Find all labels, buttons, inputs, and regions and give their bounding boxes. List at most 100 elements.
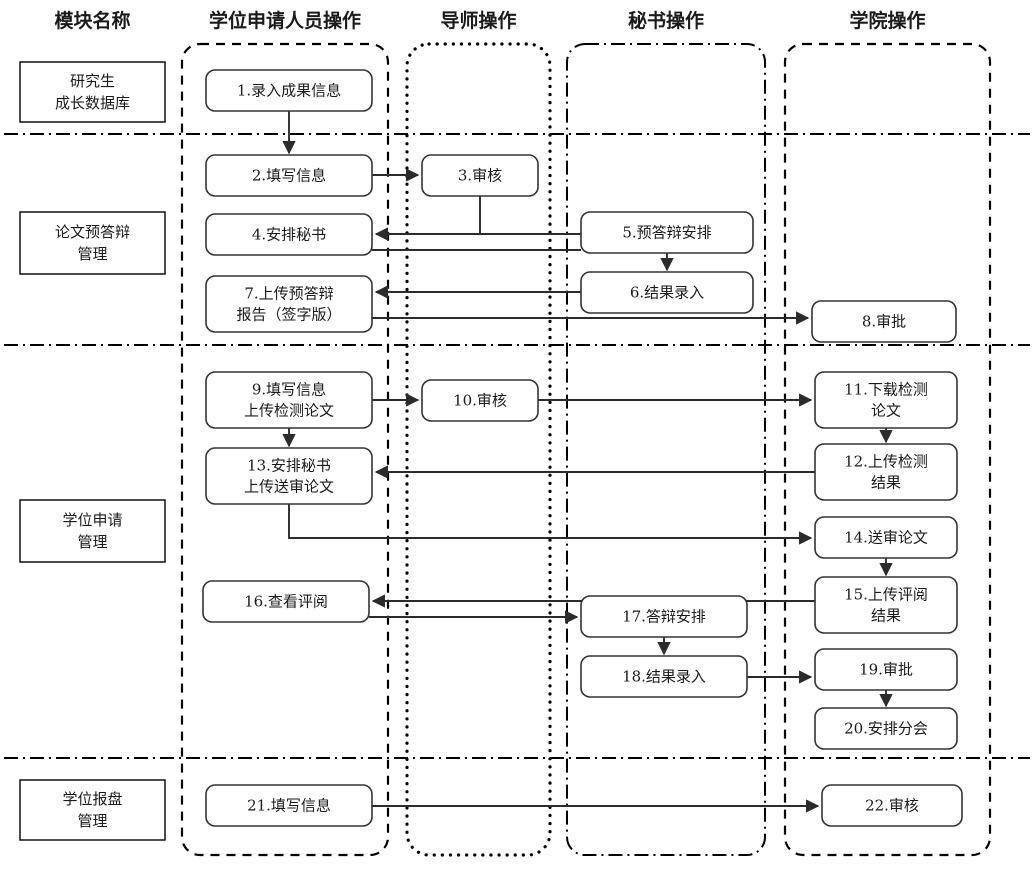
module-box-rect xyxy=(19,61,166,123)
node-box-rect[interactable] xyxy=(205,447,373,505)
process-node-21[interactable]: 21.填写信息 xyxy=(205,784,373,827)
lane-frame-secretary xyxy=(566,43,766,856)
module-box-rect xyxy=(19,211,166,275)
module-label-line: 研究生 xyxy=(70,72,115,90)
node-box-rect[interactable] xyxy=(205,784,373,827)
node-label-line: 20.安排分会 xyxy=(844,720,928,738)
process-node-22[interactable]: 22.审核 xyxy=(821,784,963,827)
node-box-rect[interactable] xyxy=(421,154,539,197)
lane-frame-applicant xyxy=(180,42,390,857)
node-label-line: 10.审核 xyxy=(453,392,507,410)
process-node-16[interactable]: 16.查看评阅 xyxy=(202,580,370,623)
node-label-line: 12.上传检测 xyxy=(844,453,928,471)
node-label-line: 7.上传预答辩 xyxy=(244,285,333,303)
node-box-rect[interactable] xyxy=(580,655,748,698)
node-label-line: 6.结果录入 xyxy=(630,284,704,302)
process-node-17[interactable]: 17.答辩安排 xyxy=(580,595,748,638)
node-label-line: 上传检测论文 xyxy=(244,402,334,420)
lane-title-college: 学院操作 xyxy=(849,9,925,32)
node-label-line: 16.查看评阅 xyxy=(244,593,328,611)
lane-title-secretary: 秘书操作 xyxy=(628,9,704,32)
node-label-line: 9.填写信息 xyxy=(252,381,326,399)
node-box-rect[interactable] xyxy=(205,371,373,429)
node-box-rect[interactable] xyxy=(814,648,958,691)
lane-title-row: 模块名称 学位申请人员操作 导师操作 秘书操作 学院操作 xyxy=(54,9,925,32)
node-box-rect[interactable] xyxy=(814,443,958,501)
node-label-line: 1.录入成果信息 xyxy=(237,82,341,100)
lane-title-module: 模块名称 xyxy=(54,9,130,32)
node-box-rect[interactable] xyxy=(202,580,370,623)
module-label-line: 管理 xyxy=(77,533,107,551)
process-node-10[interactable]: 10.审核 xyxy=(421,379,539,422)
node-box-rect[interactable] xyxy=(814,707,958,750)
node-box-rect[interactable] xyxy=(814,576,958,634)
node-box-rect[interactable] xyxy=(811,300,957,343)
process-node-5[interactable]: 5.预答辩安排 xyxy=(580,211,754,254)
process-node-8[interactable]: 8.审批 xyxy=(811,300,957,343)
node-label-line: 21.填写信息 xyxy=(247,797,331,815)
process-node-20[interactable]: 20.安排分会 xyxy=(814,707,958,750)
module-label-line: 学位报盘 xyxy=(62,790,122,808)
node-label-line: 19.审批 xyxy=(859,661,913,679)
node-label-line: 8.审批 xyxy=(862,313,906,331)
node-box-rect[interactable] xyxy=(814,371,958,429)
process-node-2[interactable]: 2.填写信息 xyxy=(205,154,373,197)
module-label-line: 管理 xyxy=(77,812,107,830)
node-label-line: 4.安排秘书 xyxy=(252,226,326,244)
process-node-19[interactable]: 19.审批 xyxy=(814,648,958,691)
process-node-18[interactable]: 18.结果录入 xyxy=(580,655,748,698)
node-label-line: 14.送审论文 xyxy=(844,529,928,547)
node-box-rect[interactable] xyxy=(205,154,373,197)
node-label-line: 13.安排秘书 xyxy=(247,457,331,475)
node-label-line: 5.预答辩安排 xyxy=(622,224,711,242)
section-dividers xyxy=(4,133,1030,759)
node-label-line: 结果 xyxy=(871,474,901,492)
module-box-rect xyxy=(19,499,166,563)
lane-frame-supervisor xyxy=(405,42,552,857)
module-label-line: 管理 xyxy=(77,245,107,263)
node-label-line: 3.审核 xyxy=(458,167,502,185)
process-node-6[interactable]: 6.结果录入 xyxy=(580,271,754,314)
node-box-rect[interactable] xyxy=(421,379,539,422)
node-label-line: 报告（签字版） xyxy=(236,306,341,324)
module-label-line: 论文预答辩 xyxy=(55,223,130,241)
node-box-rect[interactable] xyxy=(821,784,963,827)
node-label-line: 2.填写信息 xyxy=(252,167,326,185)
process-node-1[interactable]: 1.录入成果信息 xyxy=(205,69,373,112)
node-box-rect[interactable] xyxy=(205,275,373,333)
module-box-rect xyxy=(19,779,166,841)
lane-title-applicant: 学位申请人员操作 xyxy=(209,9,361,32)
module-label-line: 学位申请 xyxy=(62,511,122,529)
node-box-rect[interactable] xyxy=(580,271,754,314)
node-label-line: 15.上传评阅 xyxy=(844,586,928,604)
node-label-line: 17.答辩安排 xyxy=(622,608,706,626)
lane-title-supervisor: 导师操作 xyxy=(440,9,516,32)
node-box-rect[interactable] xyxy=(580,595,748,638)
node-label-line: 22.审核 xyxy=(865,797,919,815)
process-node-14[interactable]: 14.送审论文 xyxy=(814,516,958,559)
node-label-line: 11.下载检测 xyxy=(844,381,928,399)
connector-n13-to-n14 xyxy=(288,504,813,545)
node-box-rect[interactable] xyxy=(205,213,373,256)
process-nodes: 1.录入成果信息 2.填写信息 3.审核 4.安排秘书 5.预答辩安排 6.结果录入 7.上… xyxy=(202,69,963,827)
lane-frame-college xyxy=(783,42,992,857)
process-node-3[interactable]: 3.审核 xyxy=(421,154,539,197)
connector-n3-to-n4 xyxy=(374,196,481,241)
node-box-rect[interactable] xyxy=(580,211,754,254)
node-box-rect[interactable] xyxy=(814,516,958,559)
process-node-4[interactable]: 4.安排秘书 xyxy=(205,213,373,256)
node-box-rect[interactable] xyxy=(205,69,373,112)
